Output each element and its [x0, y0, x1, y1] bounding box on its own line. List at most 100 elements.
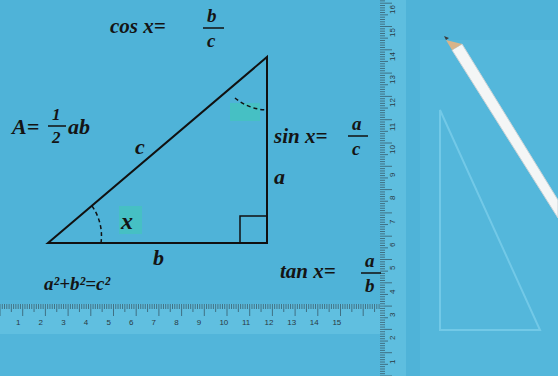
tick	[290, 304, 291, 309]
set-square-hole	[440, 110, 540, 330]
tick	[249, 304, 250, 316]
tick	[380, 136, 385, 137]
tick	[380, 369, 385, 370]
tick	[380, 271, 388, 272]
side-label: c	[135, 136, 145, 158]
tick	[313, 304, 314, 309]
tick	[380, 215, 385, 216]
tick	[258, 304, 259, 309]
tick	[374, 304, 375, 312]
fraction-numerator: a	[365, 251, 375, 270]
tick	[38, 304, 39, 309]
tick	[170, 304, 171, 312]
tick	[236, 304, 237, 309]
tick	[54, 304, 55, 309]
tick	[380, 163, 385, 164]
pencil	[444, 36, 558, 218]
tick	[304, 304, 305, 309]
tick	[265, 304, 266, 309]
ruler-number: 4	[84, 319, 88, 327]
tick	[380, 219, 385, 220]
tick	[70, 304, 71, 309]
tick	[122, 304, 123, 309]
tick	[380, 129, 385, 130]
tick	[127, 304, 128, 309]
tick	[227, 304, 228, 316]
tick	[380, 280, 385, 281]
tick	[380, 203, 385, 204]
tick	[380, 366, 385, 367]
tick	[380, 229, 385, 230]
tick	[261, 304, 262, 312]
tick	[310, 304, 311, 309]
tick	[380, 292, 385, 293]
tick	[165, 304, 166, 309]
tick	[380, 261, 385, 262]
tick	[306, 304, 307, 312]
tick	[380, 110, 385, 111]
tick	[247, 304, 248, 309]
tick	[204, 304, 205, 316]
tick	[380, 49, 392, 50]
ruler-ticks	[0, 304, 379, 316]
tick	[104, 304, 105, 309]
tick	[380, 182, 385, 183]
ruler-number: 2	[39, 319, 43, 327]
ruler-number: 8	[174, 319, 178, 327]
formula-text: sin x=	[274, 126, 327, 147]
tick	[88, 304, 89, 309]
ruler-number: 10	[389, 145, 397, 154]
tick	[380, 238, 385, 239]
tick	[145, 304, 146, 309]
tick	[380, 61, 388, 62]
tick	[380, 89, 385, 90]
tick	[301, 304, 302, 309]
tick	[120, 304, 121, 309]
ruler-number: 12	[265, 319, 274, 327]
tick	[342, 304, 343, 309]
tick	[283, 304, 284, 312]
tick	[363, 304, 364, 316]
tick	[372, 304, 373, 309]
tick	[222, 304, 223, 309]
tick	[331, 304, 332, 309]
tick	[380, 0, 385, 1]
tick	[197, 304, 198, 309]
tick	[380, 278, 385, 279]
tick	[86, 304, 87, 309]
tick	[380, 119, 392, 120]
tick	[380, 147, 385, 148]
tick	[380, 334, 385, 335]
tick	[380, 42, 385, 43]
tick	[380, 133, 385, 134]
tick	[95, 304, 96, 309]
tick	[380, 91, 385, 92]
tick	[380, 296, 385, 297]
tick	[380, 12, 385, 13]
tick	[106, 304, 107, 309]
tick	[254, 304, 255, 309]
tick	[380, 282, 392, 283]
tick	[4, 304, 5, 309]
tick	[40, 304, 41, 309]
tick	[156, 304, 157, 309]
tick	[380, 47, 385, 48]
tick	[351, 304, 352, 312]
tick	[317, 304, 318, 316]
formula-text: ab	[68, 116, 90, 138]
fraction-denominator: 2	[52, 129, 61, 146]
tick	[360, 304, 361, 309]
tick	[380, 355, 385, 356]
tick	[380, 327, 385, 328]
tick	[380, 236, 392, 237]
tick	[83, 304, 84, 309]
tick	[380, 103, 385, 104]
tick	[358, 304, 359, 309]
ruler-number: 8	[389, 196, 397, 200]
tick	[380, 331, 385, 332]
tick	[380, 294, 388, 295]
tick	[380, 240, 385, 241]
tick	[380, 350, 385, 351]
tick	[380, 250, 385, 251]
